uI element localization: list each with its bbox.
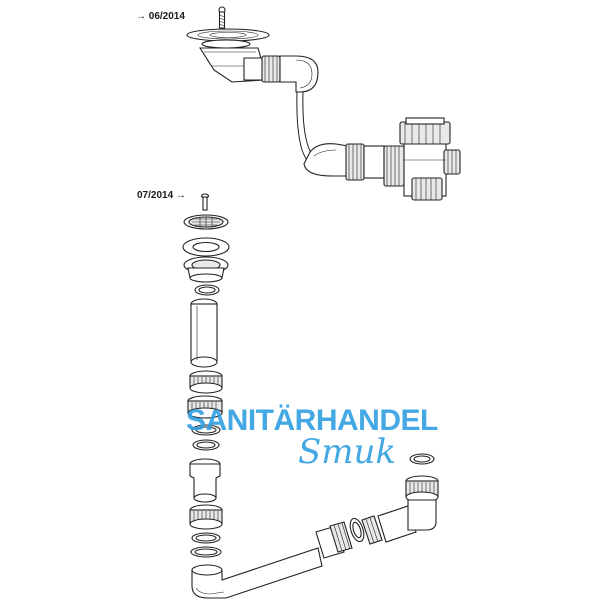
- overflow-riser: [405, 453, 439, 531]
- top-overflow-body: [198, 47, 319, 93]
- union-nut-2: [187, 395, 223, 419]
- lower-seal-rings: [190, 532, 222, 558]
- pipe-coupling: [315, 505, 417, 559]
- version-label-from-07-2014: 07/2014 →: [137, 190, 186, 201]
- watermark-brand-line1: SANITÄRHANDEL: [186, 404, 438, 437]
- top-assembly-old-version: [186, 6, 461, 201]
- watermark-brand-line2: Smuk: [298, 432, 397, 472]
- seal-rings: [191, 424, 221, 451]
- bottom-assembly-new-version: [182, 193, 439, 599]
- union-nut-1: [189, 370, 223, 394]
- top-elbow-connector: [303, 143, 385, 181]
- j-bend-pipe: [191, 547, 323, 599]
- washer-upper: [194, 284, 220, 296]
- bottom-screw: [200, 193, 210, 211]
- tailpiece-tube: [190, 298, 218, 368]
- drain-body: [183, 256, 229, 283]
- version-label-until-06-2014: → 06/2014: [136, 11, 185, 22]
- drain-flange: [182, 237, 230, 257]
- short-connector-tube: [189, 458, 221, 503]
- top-bottle-trap: [383, 117, 461, 201]
- top-strainer-plate: [186, 28, 270, 49]
- strainer-grid: [183, 214, 229, 230]
- top-screw: [218, 6, 226, 29]
- union-nut-3: [189, 504, 223, 530]
